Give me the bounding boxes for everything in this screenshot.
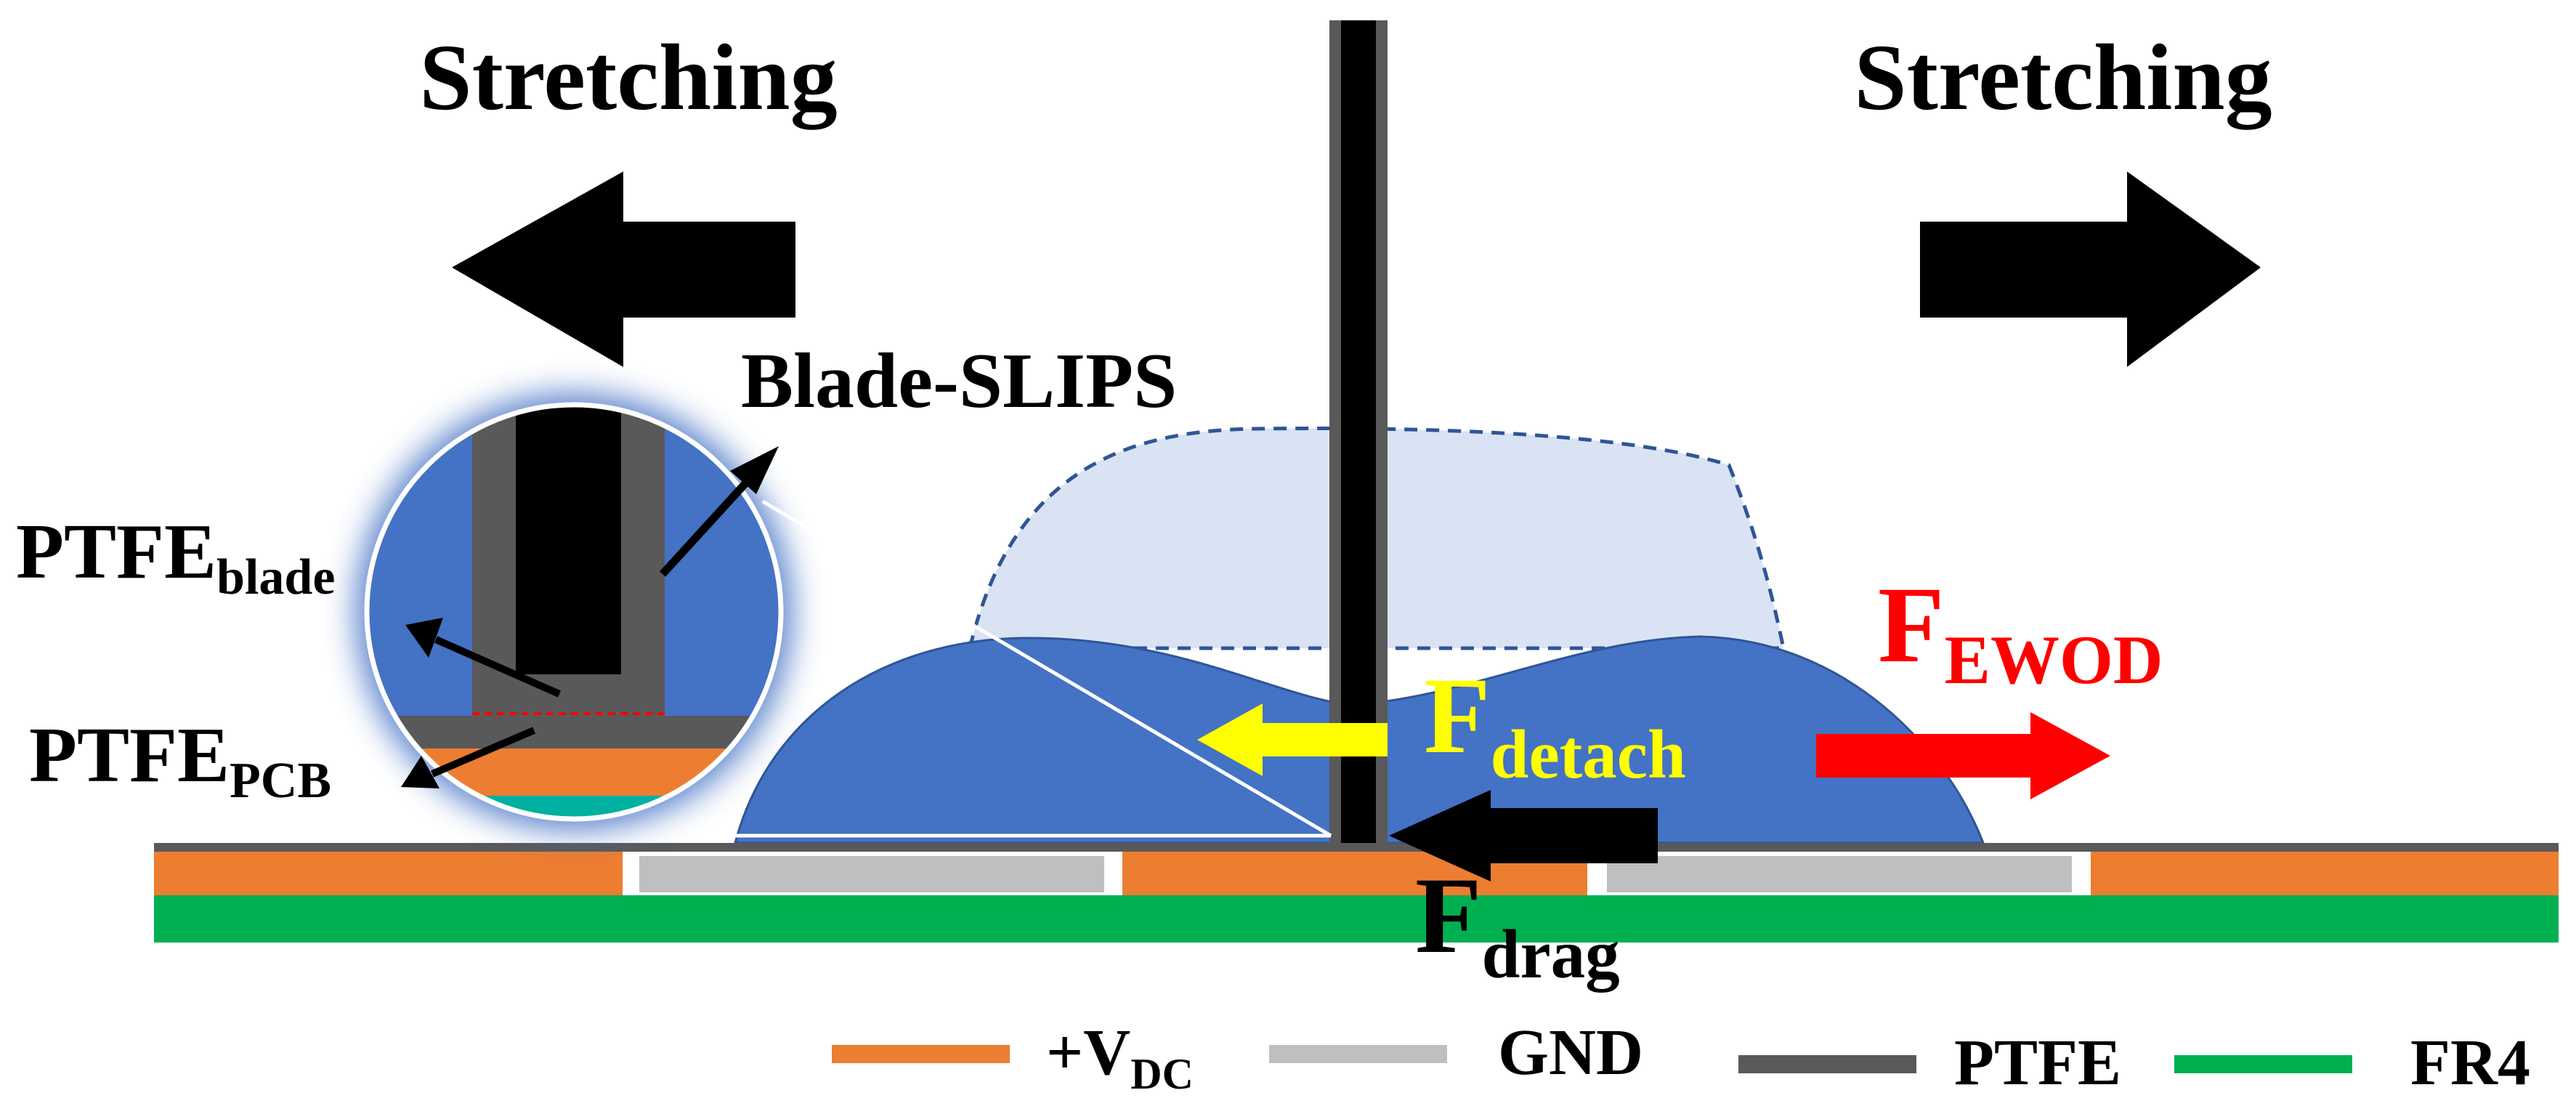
stretching-left-label: Stretching [419, 25, 837, 130]
ptfe-pcb-label: PTFEPCB [29, 712, 331, 809]
ptfe-pcb-main: PTFE [29, 712, 230, 799]
ground-segment-1 [639, 856, 1104, 892]
ptfe-pcb-sub: PCB [230, 753, 331, 809]
ptfe-blade-label: PTFEblade [16, 509, 335, 605]
f-drag-sub: drag [1482, 916, 1620, 993]
legend: +VDC GND PTFE FR4 [832, 1017, 2530, 1099]
stretch-arrow-left-icon [452, 171, 795, 367]
blade [1329, 20, 1388, 843]
ground-segment-2 [1607, 856, 2072, 892]
inset-pcb-ptfe [367, 716, 781, 748]
substrate-fr4-layer [154, 895, 2559, 943]
f-detach-label: Fdetach [1424, 655, 1686, 793]
legend-item-ptfe: PTFE [1738, 1027, 2121, 1099]
inset-blade-core [516, 405, 621, 674]
magnifier-border [364, 402, 784, 822]
legend-swatch-fr4 [2174, 1055, 2352, 1073]
legend-swatch-vdc [832, 1045, 1010, 1063]
legend-label-vdc: +VDC [1046, 1017, 1194, 1098]
legend-label-fr4: FR4 [2410, 1027, 2530, 1099]
legend-label-gnd: GND [1498, 1017, 1643, 1089]
blade-core [1341, 20, 1376, 843]
legend-label-vdc-main: +V [1046, 1017, 1130, 1089]
f-drag-arrow-icon [1389, 790, 1658, 881]
electrode-segment-1 [154, 852, 623, 895]
legend-item-vdc: +VDC [832, 1017, 1194, 1098]
f-drag-main: F [1415, 855, 1482, 976]
legend-item-fr4: FR4 [2174, 1027, 2530, 1099]
blade-slips-label: Blade-SLIPS [741, 338, 1177, 424]
substrate-ptfe-layer [154, 843, 2559, 852]
electrode-layer [154, 852, 2559, 895]
ptfe-blade-pointer [405, 618, 562, 698]
f-ewod-main: F [1878, 565, 1945, 685]
blade-slips-pointer [659, 446, 779, 577]
f-ewod-sub: EWOD [1945, 621, 2163, 698]
legend-swatch-gnd [1269, 1045, 1447, 1063]
f-ewod-arrow-icon [1816, 712, 2110, 799]
f-detach-sub: detach [1491, 716, 1686, 793]
electrode-segment-3 [2091, 852, 2559, 895]
legend-label-vdc-sub: DC [1130, 1050, 1194, 1098]
zoom-line-top [761, 499, 1332, 838]
f-detach-main: F [1424, 655, 1491, 776]
f-drag-label: Fdrag [1415, 855, 1620, 993]
ptfe-blade-main: PTFE [16, 509, 216, 595]
f-ewod-label: FEWOD [1878, 565, 2163, 698]
legend-item-gnd: GND [1269, 1017, 1643, 1089]
f-detach-arrow-icon [1197, 703, 1388, 776]
stretching-right-label: Stretching [1854, 25, 2272, 130]
ptfe-pcb-pointer [401, 727, 535, 788]
legend-swatch-ptfe [1738, 1055, 1916, 1073]
legend-label-ptfe: PTFE [1954, 1027, 2121, 1099]
stretch-arrow-right-icon [1920, 171, 2261, 367]
ptfe-blade-sub: blade [216, 549, 335, 605]
